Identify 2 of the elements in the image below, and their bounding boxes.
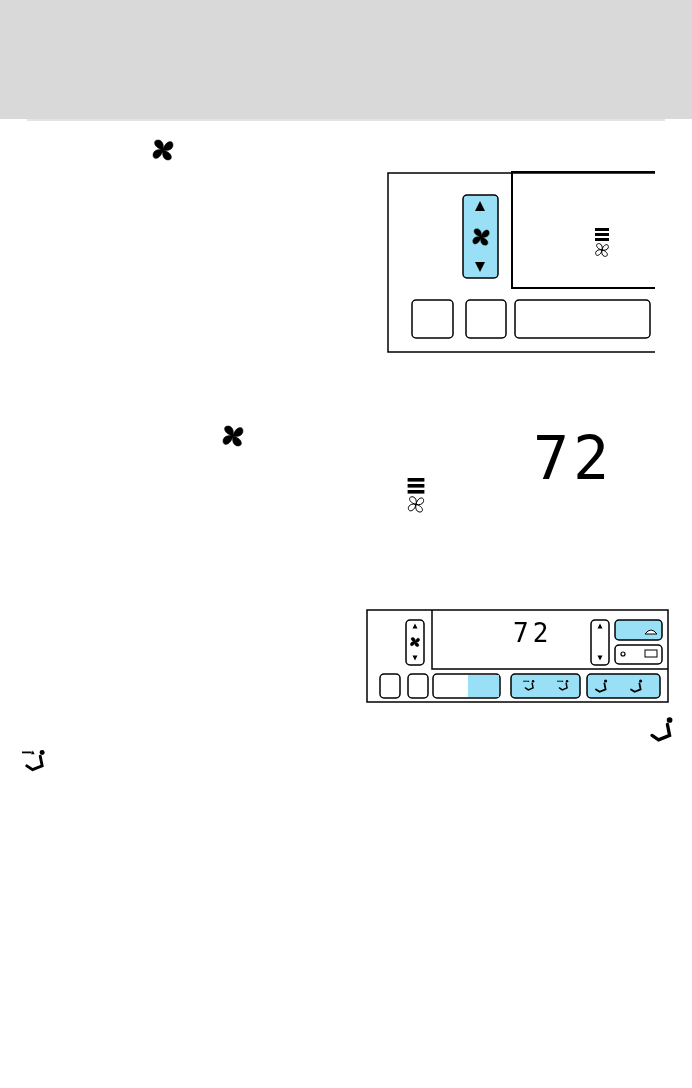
temperature-readout: 72 [513,620,553,646]
temperature-readout: 72 [533,428,614,488]
